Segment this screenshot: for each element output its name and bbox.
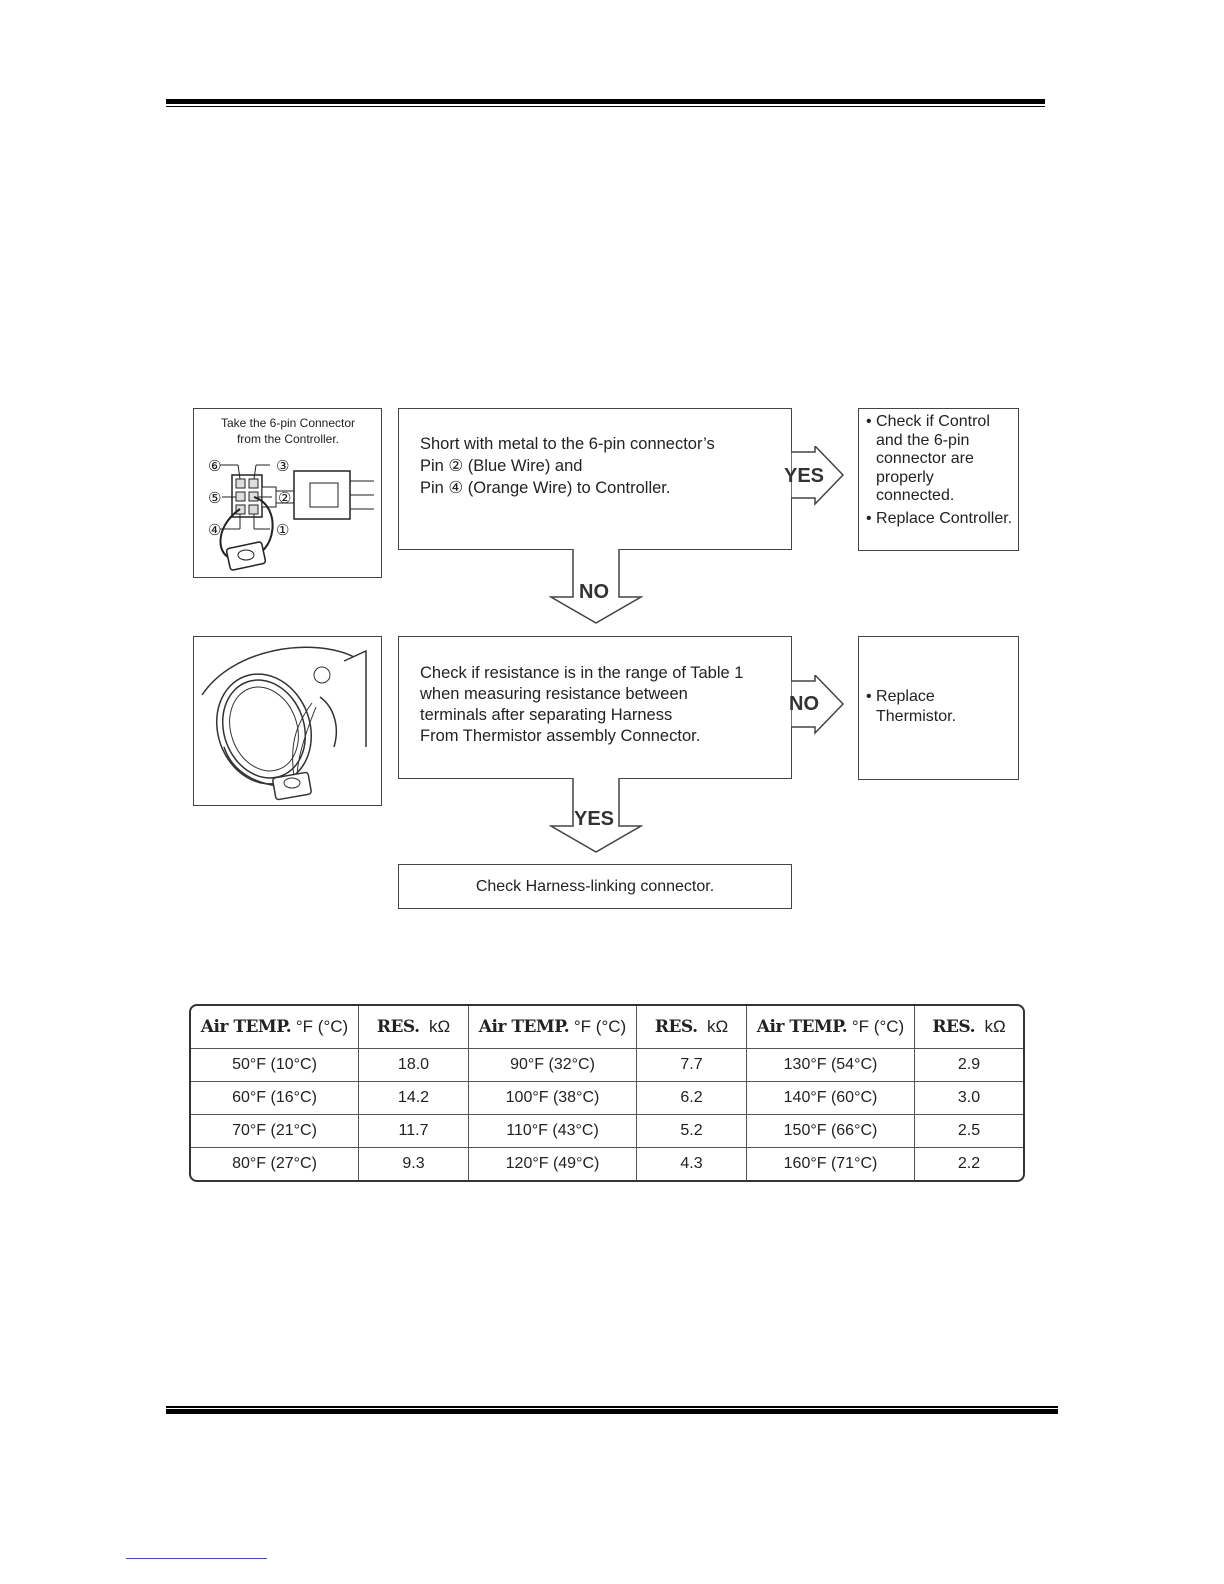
connector-illustration: Take the 6-pin Connector from the Contro…	[193, 408, 382, 578]
table-cell: 14.2	[359, 1082, 469, 1115]
yes-right-arrow	[791, 446, 845, 506]
pin-4-label: ④	[208, 522, 222, 539]
step2-result-item-1: • Replace Thermistor.	[866, 688, 957, 725]
table-cell: 140°F (60°C)	[747, 1082, 915, 1115]
header-res: RES. kΩ	[359, 1006, 469, 1049]
step1-line-2: Pin ② (Blue Wire) and	[420, 457, 583, 475]
step1-instruction: Short with metal to the 6-pin connector’…	[420, 433, 790, 499]
bottom-rule-thick	[166, 1409, 1058, 1414]
top-rule-thin	[166, 106, 1045, 107]
table-cell: 130°F (54°C)	[747, 1049, 915, 1082]
step1-no-label: NO	[579, 581, 609, 603]
pin-6-label: ⑥	[208, 458, 222, 475]
six-pin-connector-diagram	[219, 464, 374, 571]
pin-5-label: ⑤	[208, 490, 222, 507]
step2-instruction: Check if resistance is in the range of T…	[420, 663, 792, 747]
step2-line-3: terminals after separating Harness	[420, 706, 673, 724]
table-cell: 11.7	[359, 1115, 469, 1148]
table-row: 70°F (21°C) 11.7 110°F (43°C) 5.2 150°F …	[191, 1115, 1023, 1148]
no-down-arrow	[549, 549, 643, 624]
table-row: 50°F (10°C) 18.0 90°F (32°C) 7.7 130°F (…	[191, 1049, 1023, 1082]
thermistor-measurement-drawing	[201, 646, 367, 801]
top-rule	[166, 99, 1045, 104]
step1-yes-label: YES	[784, 465, 825, 487]
step3-box: Check Harness-linking connector.	[398, 864, 792, 909]
yes-down-arrow	[549, 778, 643, 853]
header-air-temp: Air TEMP. °F (°C)	[469, 1006, 637, 1049]
step2-yes-label: YES	[574, 808, 615, 830]
thermistor-illustration	[193, 636, 382, 806]
step2-line-1: Check if resistance is in the range of T…	[420, 664, 744, 682]
table-cell: 3.0	[915, 1082, 1023, 1115]
illustration-caption: Take the 6-pin Connector from the Contro…	[220, 416, 356, 446]
table-cell: 90°F (32°C)	[469, 1049, 637, 1082]
step2-instruction-box: Check if resistance is in the range of T…	[398, 636, 792, 779]
table-cell: 2.2	[957, 1155, 981, 1172]
table-cell: 70°F (21°C)	[191, 1115, 359, 1148]
table-cell: 2.9	[915, 1049, 1023, 1082]
step1-line-1: Short with metal to the 6-pin connector’…	[420, 435, 715, 453]
table-cell: 7.7	[637, 1049, 747, 1082]
pin-2-label: ②	[278, 490, 292, 507]
header-air-temp: Air TEMP. °F (°C)	[747, 1006, 915, 1049]
table-cell: 5.2	[637, 1115, 747, 1148]
step1-line-3: Pin ④ (Orange Wire) to Controller.	[420, 479, 671, 497]
table-row: 80°F (27°C) 9.3 120°F (49°C) 4.3 160°F (…	[191, 1148, 1023, 1180]
step2-result-box: • Replace Thermistor.	[858, 636, 1019, 780]
bottom-rule	[166, 1406, 1058, 1408]
step2-result-list: • Replace Thermistor.	[866, 687, 1016, 727]
step2-line-4: From Thermistor assembly Connector.	[420, 727, 701, 745]
table-cell: 6.2	[637, 1082, 747, 1115]
table-cell: 18.0	[359, 1049, 469, 1082]
table-cell: 2.5	[915, 1115, 1023, 1148]
step1-result-item-2: • Replace Controller.	[866, 509, 1013, 527]
step1-result-item-1: • Check if Control and the 6-pin connect…	[866, 413, 990, 504]
no-right-arrow	[791, 675, 845, 735]
table-cell: 80°F (27°C)	[191, 1148, 359, 1180]
header-res: RES. kΩ	[637, 1006, 747, 1049]
table-cell: 60°F (16°C)	[191, 1082, 359, 1115]
table-cell: 9.3	[359, 1148, 469, 1180]
step2-no-label: NO	[789, 693, 819, 715]
table-cell: 110°F (43°C)	[469, 1115, 637, 1148]
footer-link-underline	[126, 1558, 267, 1559]
header-air-temp: Air TEMP. °F (°C)	[191, 1006, 359, 1049]
table-cell: 100°F (38°C)	[469, 1082, 637, 1115]
table-cell: 160°F (71°C)	[747, 1148, 915, 1180]
step1-result-list: • Check if Control and the 6-pin connect…	[866, 413, 1016, 528]
table-cell: 4.3	[637, 1148, 747, 1180]
table-cell: 120°F (49°C)	[469, 1148, 637, 1180]
table-row: 60°F (16°C) 14.2 100°F (38°C) 6.2 140°F …	[191, 1082, 1023, 1115]
pin-3-label: ③	[276, 458, 290, 475]
resistance-table: Air TEMP. °F (°C) RES. kΩ Air TEMP. °F (…	[189, 1004, 1025, 1182]
step2-line-2: when measuring resistance between	[420, 685, 688, 703]
table-header-row: Air TEMP. °F (°C) RES. kΩ Air TEMP. °F (…	[191, 1006, 1023, 1049]
table-cell: 150°F (66°C)	[747, 1115, 915, 1148]
step1-instruction-box: Short with metal to the 6-pin connector’…	[398, 408, 792, 550]
header-res: RES. kΩ	[915, 1006, 1023, 1049]
step3-text: Check Harness-linking connector.	[475, 878, 715, 895]
table-cell: 50°F (10°C)	[191, 1049, 359, 1082]
step1-result-box: • Check if Control and the 6-pin connect…	[858, 408, 1019, 551]
pin-1-label: ①	[276, 522, 290, 539]
